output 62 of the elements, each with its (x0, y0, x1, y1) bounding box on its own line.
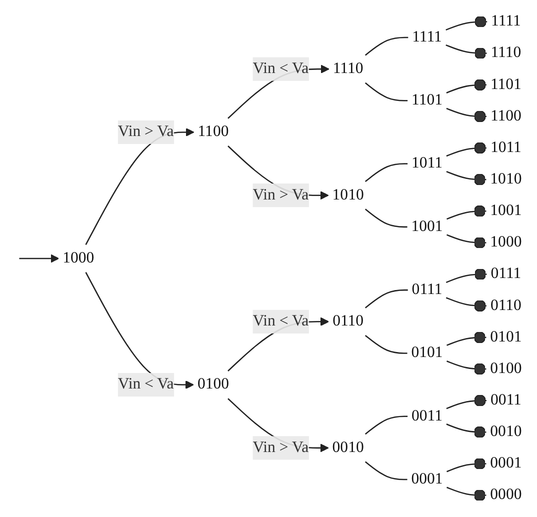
connector (446, 486, 486, 502)
connector (364, 461, 408, 480)
node-text: 1001 (411, 218, 443, 235)
connector (446, 205, 486, 220)
node-text: 1110 (332, 60, 364, 77)
node-text: 1111 (412, 28, 442, 46)
connector (446, 16, 488, 31)
node-text: 0111 (412, 281, 442, 298)
connector (446, 142, 486, 157)
connector (446, 297, 486, 312)
connector (364, 82, 408, 102)
node-text: 1101 (412, 92, 443, 109)
node-text: 1110 (490, 44, 522, 62)
node-text: 0100 (490, 360, 522, 377)
node-text: 1010 (490, 170, 522, 188)
node-text: 0010 (332, 439, 364, 456)
edge-label: Vin < Va (252, 60, 309, 77)
connector (364, 36, 408, 56)
edge-label: Vin > Va (252, 186, 309, 204)
edge-label: Vin < Va (252, 312, 309, 330)
node-text: 0001 (411, 470, 443, 488)
node-text: 0010 (490, 423, 522, 440)
connector (446, 331, 486, 346)
node-text: 1000 (62, 250, 94, 266)
connector (446, 170, 486, 186)
edge-label: Vin > Va (252, 439, 309, 456)
node-text: 0011 (412, 407, 443, 424)
node-text: 1101 (490, 76, 522, 93)
connector (364, 334, 408, 354)
node-text: 1111 (491, 12, 521, 30)
connector (446, 360, 486, 375)
node-text: 0111 (490, 265, 522, 282)
edge-label: Vin > Va (118, 123, 174, 140)
connector (446, 268, 487, 284)
connector (446, 458, 486, 472)
node-text: 1011 (490, 139, 522, 156)
node-text: 1100 (198, 123, 229, 140)
connector (364, 289, 408, 308)
arrow (19, 254, 60, 263)
node-text: 0001 (490, 454, 522, 472)
node-text: 0011 (490, 392, 522, 408)
node-text: 0110 (332, 312, 364, 330)
node-text: 1011 (412, 154, 443, 172)
node-text: 1001 (490, 202, 522, 220)
node-text: 0110 (490, 296, 522, 314)
connector (446, 234, 486, 249)
node-text: 0101 (411, 344, 443, 362)
node-text: 1000 (490, 234, 522, 251)
connector (446, 424, 486, 438)
node-text: 0101 (490, 328, 522, 346)
connector (364, 208, 408, 228)
node-text: 0000 (490, 486, 522, 504)
connector (446, 394, 486, 410)
node-text: 0100 (197, 376, 230, 393)
node-text: 1010 (332, 186, 364, 204)
connector (364, 163, 408, 182)
connector (446, 108, 486, 122)
connector (446, 44, 487, 60)
connector (446, 78, 486, 94)
edge-label: Vin < Va (118, 376, 174, 393)
connector (364, 416, 408, 435)
node-text: 1100 (490, 108, 522, 124)
